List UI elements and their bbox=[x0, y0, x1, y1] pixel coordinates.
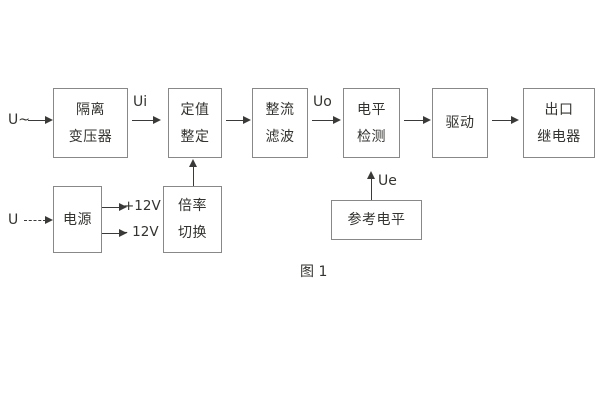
block-drive-line-1: 驱动 bbox=[445, 115, 475, 131]
block-level-detection: 电平 检测 bbox=[343, 88, 400, 158]
block-reference-level: 参考电平 bbox=[331, 200, 422, 240]
block-setting-value: 定值 整定 bbox=[168, 88, 222, 158]
block-isolation-transformer-line-1: 隔离 bbox=[76, 101, 105, 118]
connector-drive-to-relay bbox=[492, 120, 512, 121]
block-drive: 驱动 bbox=[432, 88, 488, 158]
block-power-supply: 电源 bbox=[53, 186, 102, 253]
connector-ui bbox=[132, 120, 154, 121]
label-ui: Ui bbox=[133, 94, 148, 110]
connector-reference-to-level bbox=[371, 178, 372, 200]
block-level-detection-line-1: 电平 bbox=[357, 101, 386, 118]
arrowhead-reference-to-level bbox=[367, 171, 375, 179]
arrowhead-ac-input bbox=[45, 116, 53, 124]
block-rectify-filter-line-2: 滤波 bbox=[265, 128, 295, 145]
block-multiplier-switch-line-1: 倍率 bbox=[178, 198, 207, 214]
block-isolation-transformer-line-2: 变压器 bbox=[68, 128, 113, 145]
connector-uo bbox=[312, 120, 334, 121]
label-dc-input: U bbox=[8, 212, 19, 228]
label-supply-positive: +12V bbox=[123, 198, 161, 214]
block-rectify-filter: 整流 滤波 bbox=[252, 88, 308, 158]
arrowhead-drive-to-relay bbox=[511, 116, 519, 124]
connector-supply-positive bbox=[102, 207, 120, 208]
connector-setting-to-rectify bbox=[226, 120, 244, 121]
block-isolation-transformer: 隔离 变压器 bbox=[53, 88, 128, 158]
block-setting-value-line-1: 定值 bbox=[180, 101, 210, 118]
arrowhead-uo bbox=[333, 116, 341, 124]
block-setting-value-line-2: 整定 bbox=[180, 128, 210, 145]
arrowhead-multiplier-to-setting bbox=[189, 159, 197, 167]
figure-caption: 图 1 bbox=[300, 264, 328, 280]
arrowhead-supply-positive bbox=[119, 203, 127, 211]
block-power-supply-line-1: 电源 bbox=[63, 211, 92, 228]
block-output-relay: 出口 继电器 bbox=[523, 88, 595, 158]
arrowhead-level-to-drive bbox=[423, 116, 431, 124]
block-output-relay-line-2: 继电器 bbox=[537, 128, 581, 145]
block-multiplier-switch: 倍率 切换 bbox=[163, 186, 222, 253]
arrowhead-ui bbox=[153, 116, 161, 124]
block-reference-level-line-1: 参考电平 bbox=[347, 212, 406, 228]
connector-ac-input bbox=[28, 120, 46, 121]
arrowhead-dc-input bbox=[45, 216, 53, 224]
arrowhead-setting-to-rectify bbox=[243, 116, 251, 124]
block-output-relay-line-1: 出口 bbox=[544, 101, 574, 118]
block-multiplier-switch-line-2: 切换 bbox=[178, 225, 207, 241]
block-rectify-filter-line-1: 整流 bbox=[265, 101, 295, 118]
label-ue: Ue bbox=[378, 173, 397, 189]
connector-dc-input bbox=[24, 220, 46, 221]
label-uo: Uo bbox=[313, 94, 332, 110]
connector-level-to-drive bbox=[404, 120, 424, 121]
connector-supply-negative bbox=[102, 233, 120, 234]
arrowhead-supply-negative bbox=[119, 229, 127, 237]
label-supply-negative: - 12V bbox=[123, 224, 159, 240]
connector-multiplier-to-setting bbox=[193, 166, 194, 186]
label-ac-input: U~ bbox=[8, 112, 30, 128]
block-level-detection-line-2: 检测 bbox=[357, 128, 386, 145]
